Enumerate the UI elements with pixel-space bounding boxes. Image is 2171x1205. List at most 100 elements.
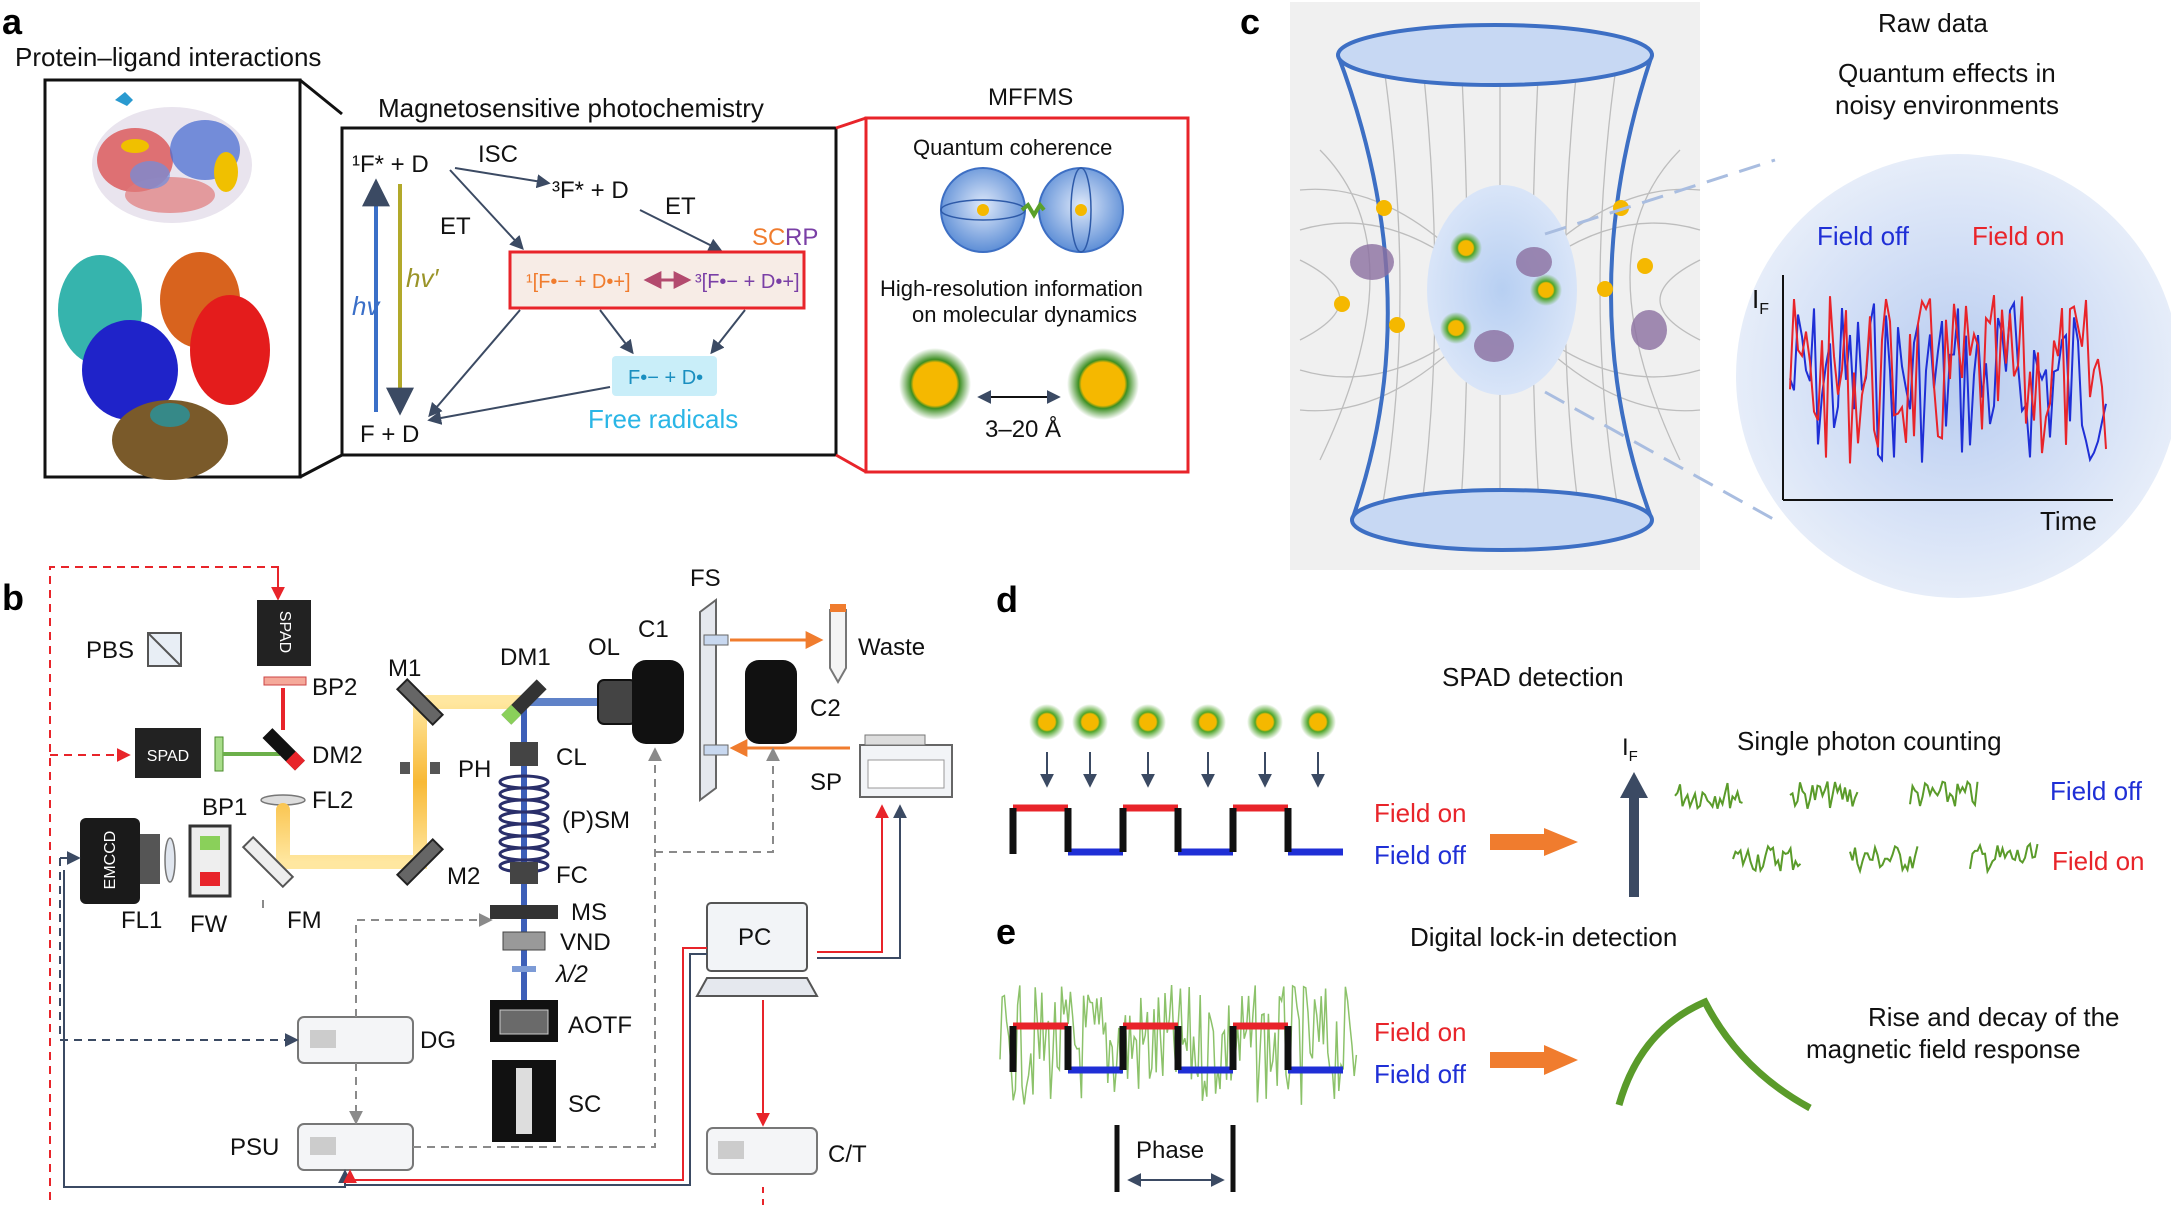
bottom-magnet-disc [1350,488,1654,552]
arrow-et-1 [449,169,524,251]
pc-monitor [706,902,808,972]
photochem-title: Magnetosensitive photochemistry [378,93,764,123]
fiber-coupler [510,862,538,884]
d-arrow-head [1544,828,1578,856]
count-trace-4 [1732,844,1802,874]
panel-a: a Protein–ligand interactions [2,1,1190,480]
zoom-line-top [299,78,343,116]
count-trace-1 [1674,782,1743,811]
label-dg: DG [420,1027,456,1054]
label-c2: C2 [810,695,841,722]
coil-c2 [745,660,797,744]
donor-radical-dot [899,348,971,420]
e-field-on: Field on [1374,1017,1467,1047]
counter-timer [706,1127,818,1175]
e-field-off: Field off [1374,1059,1467,1089]
cell-wall-left [1336,54,1390,521]
label-dm1: DM1 [500,644,551,671]
label-dm2: DM2 [312,742,363,769]
x-axis-label: Time [2040,506,2097,536]
fluorescence-traces [1789,295,2107,464]
panel-d: d SPAD detection Field on Field off IF S… [996,579,2145,897]
label-et-2: ET [665,193,696,220]
label-scrp-sc: SC [752,224,785,251]
m1-mirror [395,677,445,727]
control-lines [59,747,907,1188]
label-c1: C1 [638,616,669,643]
quantum-line2: noisy environments [1835,90,2059,120]
cl-lens [510,742,538,766]
count-trace-6 [1969,841,2039,875]
molecules [1334,200,1667,362]
bp1-filter [214,736,224,772]
trigger-line [49,566,764,1205]
count-trace-5 [1849,843,1919,875]
coherence-spheres-image [940,167,1124,253]
photon-count-traces [1674,779,2039,875]
label-fs: FS [690,565,721,592]
label-ph: PH [458,756,491,783]
label-fl1: FL1 [121,907,162,934]
m2-mirror [395,837,445,887]
photon-dot-3 [1130,704,1166,740]
zoom-line-red-bottom [835,453,867,474]
species-ground: F + D [360,421,419,448]
label-bp1: BP1 [202,794,247,821]
single-photon-label: Single photon counting [1737,726,2002,756]
arrow-scrp-to-free-1 [599,309,634,355]
protein-title: Protein–ligand interactions [15,42,321,72]
zoom-dash-top [1544,158,1776,236]
flow-slide [699,598,717,802]
rise-line1: Rise and decay of the [1868,1002,2120,1032]
arrow-isc [454,167,551,189]
panel-label-c: c [1240,1,1260,42]
label-spad-left: SPAD [147,748,189,765]
label-free-radicals: Free radicals [588,404,738,434]
label-pbs: PBS [86,637,134,664]
flip-mirror [241,835,295,889]
legend-field-on: Field on [1972,221,2065,251]
panel-b: b PBS SPAD BP2 SPAD BP1 DM2 FL2 [2,565,953,1205]
rise-line2: magnetic field response [1806,1034,2081,1064]
dm1-mirror [501,679,547,725]
count-trace-2 [1789,781,1859,809]
photon-dot-1 [1029,704,1065,740]
zoom-line-bottom [299,453,343,479]
photon-dots [1029,704,1336,788]
photon-dot-2 [1072,704,1108,740]
panel-label-a: a [2,1,23,42]
acceptor-radical-dot [1067,348,1139,420]
coil-c1 [632,660,684,744]
phase-label: Phase [1136,1137,1204,1164]
mechanical-shutter [490,905,558,919]
species-singlet-excited: ¹F* + D [352,151,429,178]
label-isc: ISC [478,141,518,168]
ph-left [400,762,410,774]
arrow-scrp-to-free-2 [710,309,746,355]
pc-keyboard [695,977,819,997]
protein-structure-image [58,252,270,480]
field-modulation-e [1009,1022,1343,1074]
species-triplet-excited: ³F* + D [552,177,629,204]
mffms-distance: 3–20 Å [985,415,1061,443]
zoom-dash-bottom [1544,390,1776,522]
label-pc: PC [738,924,771,951]
legend-field-off: Field off [1817,221,1910,251]
panel-label-b: b [2,577,24,618]
spad-left [135,728,201,778]
photon-dot-5 [1247,704,1283,740]
panel-e: e Digital lock-in detection Field on Fie… [996,911,2120,1192]
fiber-coil [498,774,550,874]
ph-right [430,762,440,774]
e-arrow-body [1490,1052,1546,1068]
scrp-singlet: ¹[F•− + D•+] [526,271,631,293]
raw-data-circle [1736,154,2171,598]
label-hv-prime: hv′ [406,263,439,293]
vnd-filter [502,931,546,951]
label-scrp-rp: RP [785,224,818,251]
spad-top [257,600,311,666]
field-modulation-d [1009,804,1343,856]
label-psm: (P)SM [562,807,630,834]
label-emccd: EMCCD [102,831,119,890]
